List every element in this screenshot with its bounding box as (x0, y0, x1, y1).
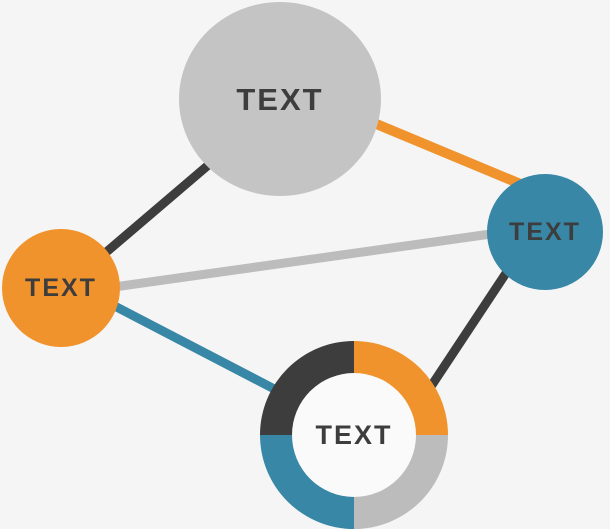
node-bottom-label: TEXT (315, 419, 393, 450)
connector-left-to-right (99, 227, 506, 294)
node-circle-top: TEXT (179, 2, 381, 196)
node-top-label: TEXT (236, 81, 324, 117)
node-circle-left: TEXT (2, 229, 120, 347)
connector-top-to-right (348, 108, 532, 193)
node-donut-ring: TEXT (260, 341, 448, 529)
connector-right-to-bottom (416, 249, 524, 406)
node-left-label: TEXT (25, 273, 97, 302)
node-circle-right: TEXT (487, 174, 603, 290)
donut-inner-disc: TEXT (292, 373, 416, 497)
node-right-label: TEXT (509, 217, 581, 246)
